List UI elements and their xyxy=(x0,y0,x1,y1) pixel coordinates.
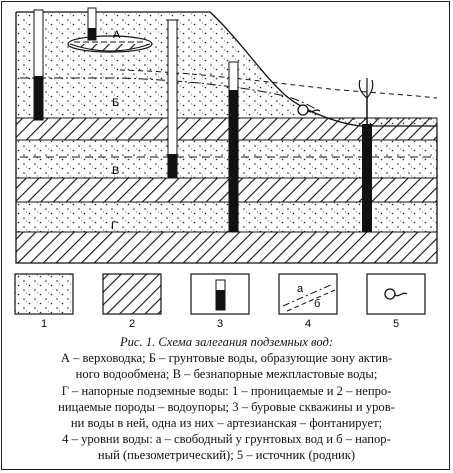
label-v: В xyxy=(112,165,119,177)
permeable-layer-v xyxy=(15,139,438,179)
legend-box-water-levels: а б xyxy=(278,273,338,315)
aquitard-layer-1 xyxy=(15,117,438,141)
caption-line: ный (пьезометрический); 5 – источник (ро… xyxy=(97,448,356,463)
legend-num-2: 2 xyxy=(129,318,135,330)
legend-level-b: б xyxy=(314,298,320,310)
legend-num-5: 5 xyxy=(393,318,399,330)
caption-title: Рис. 1. Схема залегания подземных вод: xyxy=(119,335,334,349)
caption-line: 4 – уровни воды: а – свободный у грунтов… xyxy=(62,432,391,447)
permeable-layer-g xyxy=(15,201,438,233)
caption-line: А – верховодка; Б – грунтовые воды, обра… xyxy=(60,351,393,366)
spring-icon xyxy=(297,104,321,116)
piezometric-level xyxy=(119,69,438,99)
perched-lens-clay xyxy=(69,43,151,52)
caption-line: ницаемые породы – водоупоры; 3 – буровые… xyxy=(58,399,395,414)
caption-line: Г – напорные подземные воды: 1 – проница… xyxy=(61,383,392,398)
legend-num-3: 3 xyxy=(217,318,223,330)
artesian-well xyxy=(358,78,374,232)
well-3 xyxy=(167,19,178,179)
legend-box-permeable xyxy=(14,273,74,315)
well-4 xyxy=(228,61,239,233)
well-2 xyxy=(33,9,44,121)
well-1 xyxy=(87,7,97,41)
section-outline xyxy=(15,12,438,264)
aquitard-layer-3 xyxy=(15,231,438,264)
label-a: А xyxy=(113,29,121,41)
legend-num-1: 1 xyxy=(41,318,47,330)
legend-box-well xyxy=(190,273,250,315)
caption-line: ни воды в ней, одна из них – артезианска… xyxy=(70,416,383,431)
legend-level-a: а xyxy=(297,283,304,295)
caption-line: ного водообмена; В – безнапорные межплас… xyxy=(75,367,378,382)
aquitard-layer-2 xyxy=(15,177,438,203)
label-g: Г xyxy=(111,220,117,232)
legend-num-4: 4 xyxy=(305,318,311,330)
groundwater-scheme: А Б В Г а б 1 2 3 4 5 xyxy=(14,7,438,330)
figure-caption: Рис. 1. Схема залегания подземных вод: А… xyxy=(8,334,445,464)
legend-box-spring xyxy=(366,273,426,315)
groundwater-table xyxy=(20,77,319,111)
label-b: Б xyxy=(112,97,119,109)
legend-box-aquitard xyxy=(102,273,162,315)
